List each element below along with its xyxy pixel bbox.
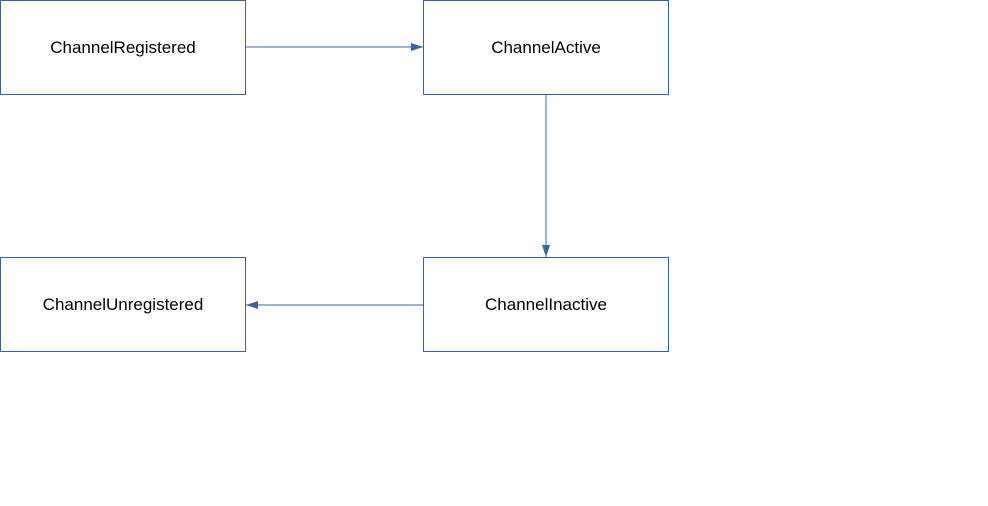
node-channel-registered: ChannelRegistered (0, 0, 246, 95)
node-channel-inactive: ChannelInactive (423, 257, 669, 352)
node-label: ChannelActive (491, 37, 601, 57)
node-label: ChannelUnregistered (42, 294, 204, 314)
node-channel-unregistered: ChannelUnregistered (0, 257, 246, 352)
node-channel-active: ChannelActive (423, 0, 669, 95)
node-label: ChannelRegistered (50, 37, 196, 57)
node-label: ChannelInactive (485, 294, 607, 314)
